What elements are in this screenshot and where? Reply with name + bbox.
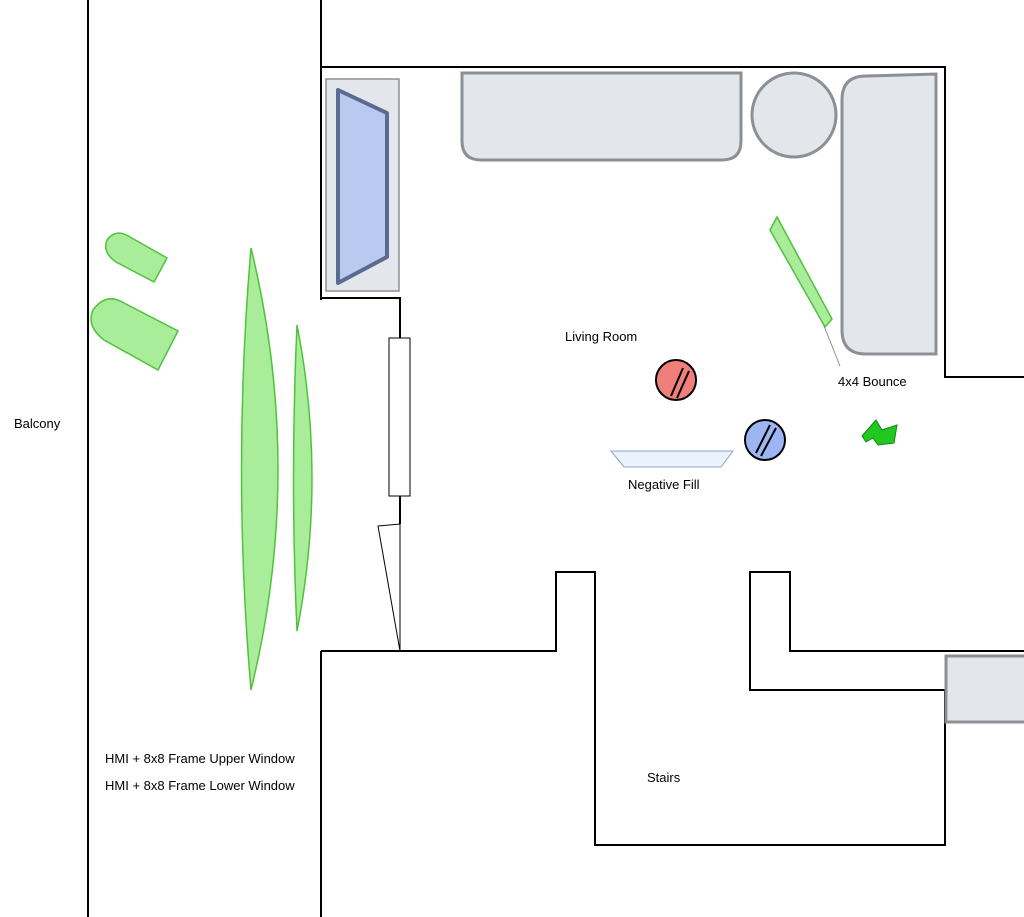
- hmi-light-lower: [90, 298, 180, 372]
- camera-icon: [861, 419, 898, 446]
- cabinet-glass: [336, 88, 389, 285]
- label-negative-fill: Negative Fill: [628, 477, 700, 492]
- door-swing: [377, 523, 401, 652]
- label-bounce: 4x4 Bounce: [838, 374, 907, 389]
- frame-upper-window: [240, 247, 279, 691]
- frame-lower-window: [292, 324, 313, 632]
- bounce-leader-line: [823, 325, 841, 367]
- stairs-wall: [321, 571, 1024, 846]
- bounce-board: [769, 215, 833, 329]
- negative-fill: [609, 450, 734, 468]
- sofa-right: [840, 72, 938, 356]
- sofa-top: [460, 71, 743, 162]
- living-room-wall-window-side: [321, 297, 401, 338]
- label-hmi-lower: HMI + 8x8 Frame Lower Window: [105, 778, 295, 793]
- living-room-wall: [320, 66, 1024, 378]
- window-upper: [388, 337, 411, 497]
- label-hmi-upper: HMI + 8x8 Frame Upper Window: [105, 751, 295, 766]
- label-living-room: Living Room: [565, 329, 637, 344]
- subject-blue-icon: [744, 419, 786, 461]
- round-table: [750, 71, 838, 159]
- label-balcony: Balcony: [14, 416, 61, 431]
- furniture-bottom-right: [944, 654, 1024, 724]
- hmi-light-upper: [104, 232, 169, 284]
- subject-red-icon: [655, 359, 697, 401]
- label-stairs: Stairs: [647, 770, 681, 785]
